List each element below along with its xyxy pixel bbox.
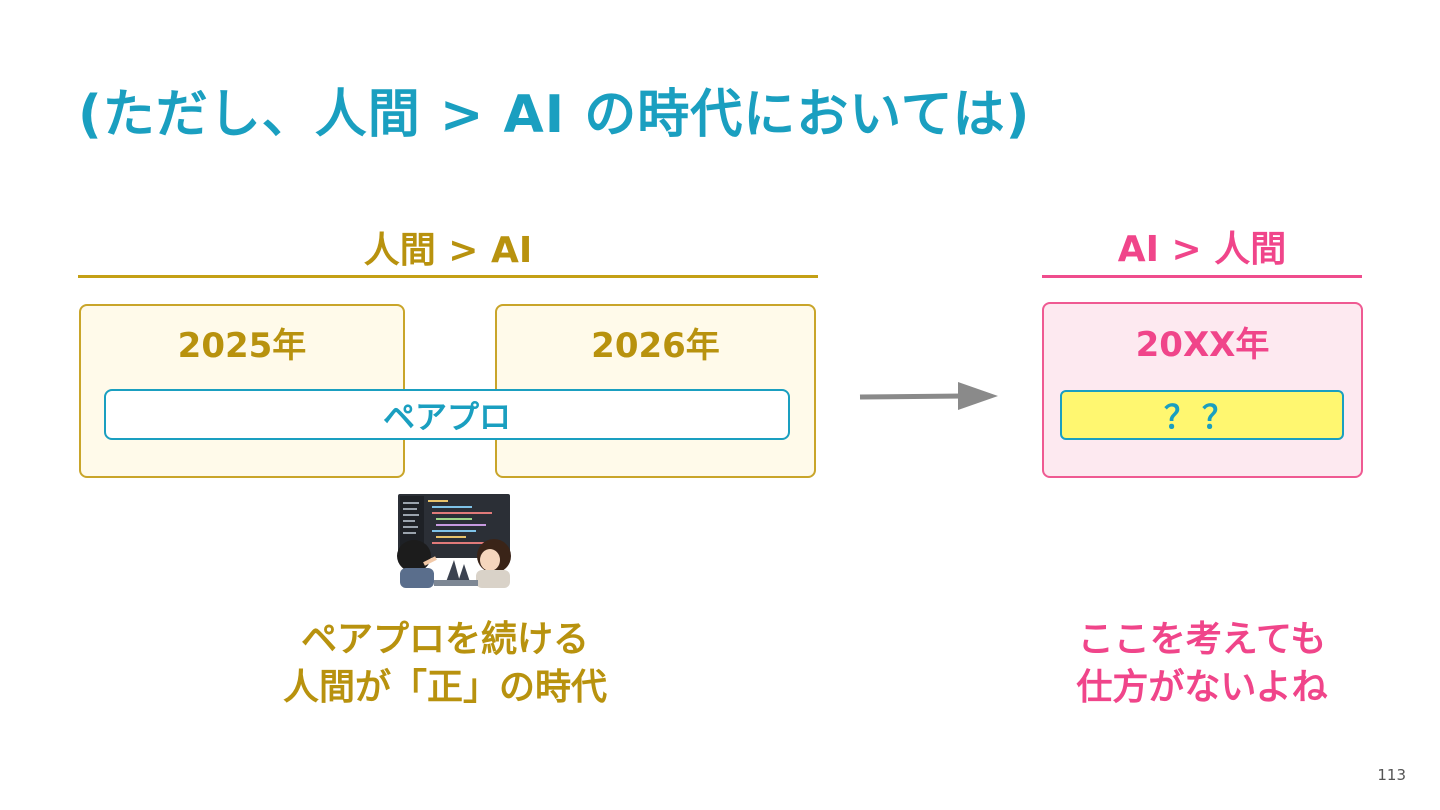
pair-programming-illustration (394, 494, 514, 588)
page-number: 113 (1377, 766, 1406, 784)
pair-programming-bar: ペアプロ (104, 389, 790, 440)
human-era-caption-line2: 人間が「正」の時代 (282, 667, 607, 708)
human-era-label: 人間 > AI (363, 230, 533, 271)
ai-era-label: AI > 人間 (1117, 229, 1287, 270)
human-era-caption-line1: ペアプロを続ける (300, 619, 589, 660)
ai-era-divider (1042, 275, 1362, 278)
arrow-right-icon (858, 378, 1000, 414)
year-label-20xx: 20XX年 (1135, 325, 1270, 365)
unknown-bar: ？？ (1060, 390, 1344, 440)
year-label-2026: 2026年 (591, 326, 720, 366)
ai-era-caption-line2: 仕方がないよね (1076, 667, 1328, 708)
human-era-caption: ペアプロを続ける 人間が「正」の時代 (200, 616, 690, 712)
page-title: (ただし、人間 > AI の時代においては) (78, 85, 1031, 145)
ai-era-caption: ここを考えても 仕方がないよね (1042, 616, 1362, 712)
ai-era-caption-line1: ここを考えても (1077, 619, 1327, 660)
human-era-divider (78, 275, 818, 278)
year-label-2025: 2025年 (177, 326, 307, 366)
